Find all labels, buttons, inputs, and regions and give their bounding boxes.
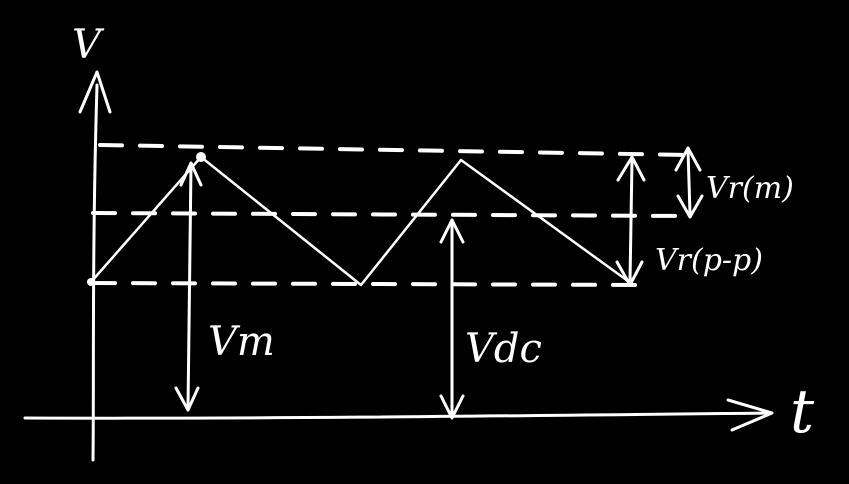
y-axis-arrowhead: [78, 70, 112, 114]
vr-m-label: Vr(m): [706, 171, 794, 206]
x-axis: [23, 411, 772, 420]
peak-dashed-line: [98, 143, 692, 157]
vr-pp-dimension-arrow: [615, 155, 646, 287]
ripple-waveform: [89, 155, 634, 287]
vr-pp-label: Vr(p-p): [655, 243, 763, 278]
x-axis-label: t: [790, 377, 815, 447]
waveform-start-dot: [87, 278, 95, 286]
y-axis-label: V: [72, 22, 105, 68]
y-axis: [91, 83, 99, 462]
x-axis-arrowhead: [726, 398, 774, 432]
vm-dimension-arrow: [174, 161, 203, 412]
axes: [23, 70, 774, 462]
dc-level-dashed-line: [91, 211, 692, 218]
vdc-label: Vdc: [465, 326, 542, 372]
reference-lines: [91, 143, 692, 287]
vdc-dimension-arrow: [439, 218, 465, 420]
vr-m-dimension-arrow: [674, 146, 704, 219]
waveform-peak-dot: [196, 152, 206, 162]
vm-label: Vm: [208, 319, 275, 365]
trough-dashed-line: [91, 281, 650, 287]
